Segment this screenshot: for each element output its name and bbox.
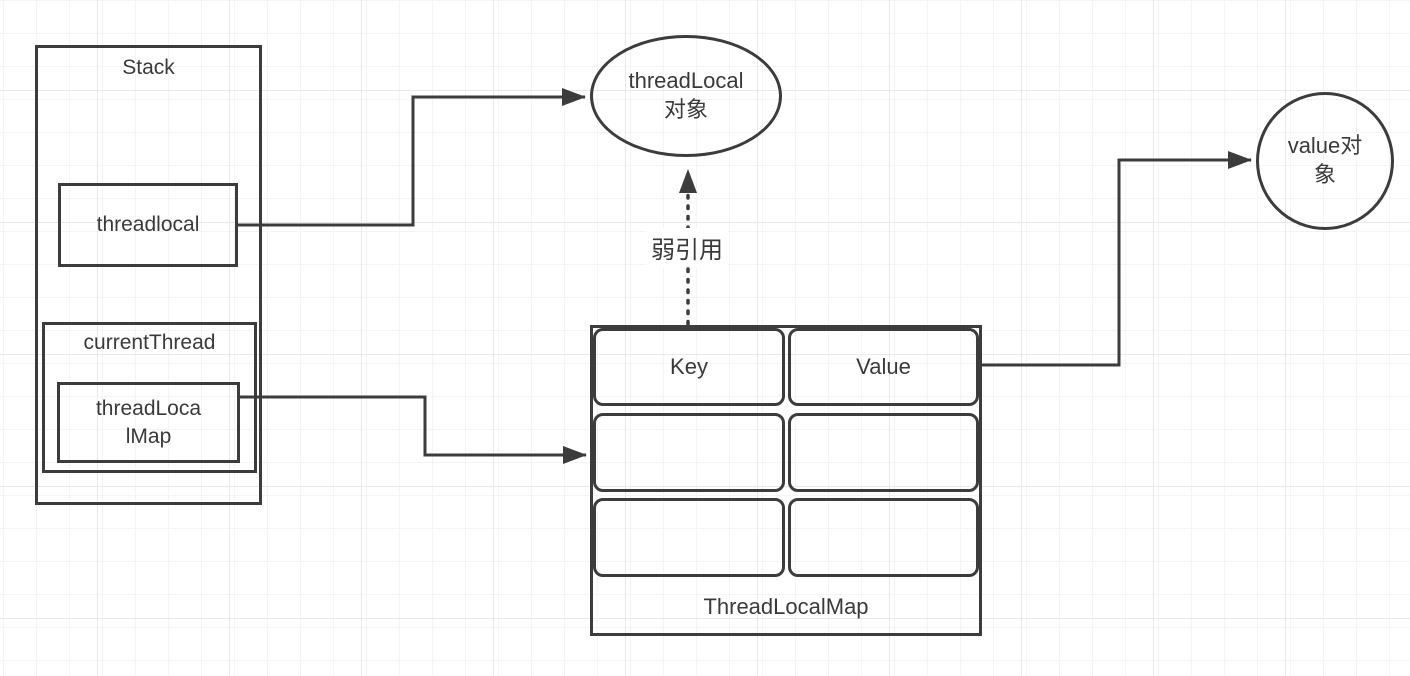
- arrow-threadlocal-to-threadlocal-object: [238, 88, 586, 227]
- table-empty-cell: [593, 413, 785, 492]
- arrow-threadlocalmap-to-table: [240, 395, 587, 464]
- table-empty-cell: [788, 413, 979, 492]
- currentthread-title: currentThread: [83, 331, 216, 354]
- threadlocal-box: threadlocal: [58, 183, 238, 267]
- threadlocal-object-ellipse: threadLocal 对象: [590, 35, 782, 157]
- table-header-key: Key: [593, 328, 785, 406]
- threadlocal-label: threadlocal: [96, 213, 200, 237]
- arrow-value-to-value-object: [982, 151, 1252, 367]
- table-header-value: Value: [788, 328, 979, 406]
- currentthread-box: currentThread: [42, 322, 257, 473]
- stack-box: Stack: [35, 45, 262, 505]
- stack-title: Stack: [122, 56, 175, 79]
- threadlocalmap-table: Key Value ThreadLocalMap: [590, 325, 982, 636]
- table-empty-cell: [788, 498, 979, 577]
- value-object-circle: value对 象: [1256, 92, 1394, 230]
- threadlocalmap-ref-box: threadLoca lMap: [57, 382, 240, 463]
- threadlocalmap-ref-label: threadLoca lMap: [95, 397, 202, 448]
- threadlocal-object-label: threadLocal 对象: [628, 68, 744, 122]
- table-caption: ThreadLocalMap: [703, 593, 869, 619]
- table-empty-cell: [593, 498, 785, 577]
- weak-reference-label: 弱引用: [646, 228, 728, 267]
- value-object-label: value对 象: [1287, 133, 1363, 187]
